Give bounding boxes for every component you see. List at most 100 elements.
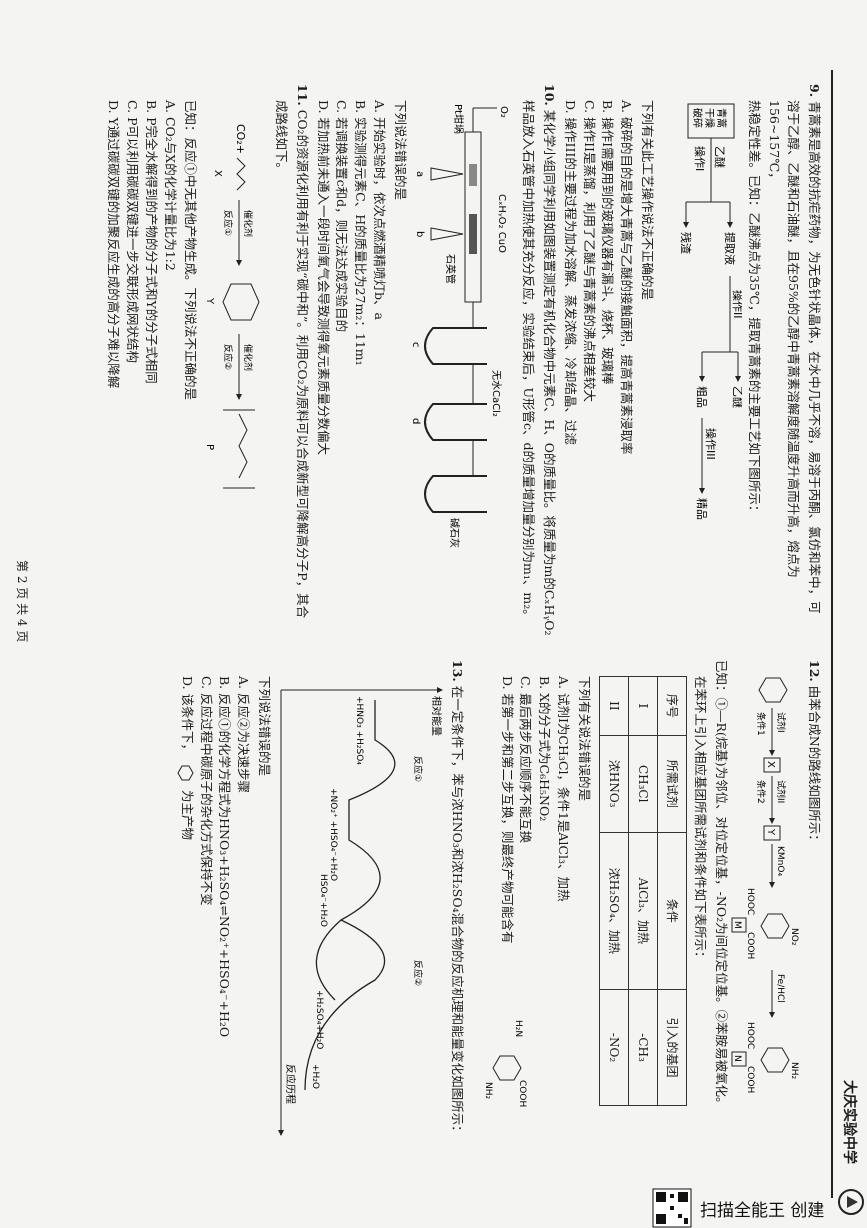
scheme-x: X [213, 170, 224, 177]
cell: -CH₃ [628, 989, 658, 1106]
route-cond2: 条件2 [755, 780, 767, 804]
scheme-r1: 反应① [223, 210, 235, 236]
u-tube-d [423, 403, 487, 441]
energy-curve-1 [315, 700, 396, 1001]
nitrobenzene-icon [177, 765, 195, 781]
flow-crude: 粗品 [695, 386, 708, 408]
q10-option-c: C. 若调换装置c和d，则无法达成实验目的 [334, 100, 350, 333]
q12-known-1: 已知：①—R(烷基)为邻位、对位定位基，-NO₂为间位定位基。②苯胺易被氧化。 [714, 660, 730, 1110]
question-11: 11.CO₂的资源化利用有利于实现“碳中和”。利用CO₂为原料可以合成新型可降解… [104, 84, 311, 644]
q13-number: 13. [449, 660, 465, 682]
route-nh2: NH₂ [789, 1062, 799, 1080]
lactone-y [222, 283, 261, 321]
route-cooh-n: COOH [745, 1066, 755, 1093]
route-m: M [732, 921, 742, 929]
route-n: N [732, 1055, 742, 1062]
route-reagent1: 试剂I [775, 712, 787, 733]
scheme-cat2: 催化剂 [243, 344, 255, 371]
label-lime: 碱石灰 [448, 518, 461, 548]
scheme-co2: CO₂+ [235, 124, 248, 154]
q11-known: 已知：反应①中无其他产物生成。下列说法不正确的是 [183, 100, 199, 401]
cell: CH₃Cl [628, 735, 658, 833]
energy-int1: +NO₂⁺ +HSO₄⁻+H₂O [328, 788, 338, 881]
q13-energy-diagram: 相对能量 反应历程 反应① 反应② +HNO₃ +H₂SO₄ +NO₂⁺ +HS… [273, 660, 445, 1160]
q11-scheme: CO₂+ X 催化剂 反应① Y 催化剂 反应② P [200, 84, 270, 644]
flow-ether2: 乙醚 [731, 386, 742, 408]
q13-option-d-tail: 为主产物 [180, 790, 195, 841]
q12-option-d: D. 若第一步和第二步互换，则最终产物可能含有 H₂N COOH NH₂ [466, 676, 527, 1160]
label-b: b [414, 231, 425, 237]
benzene-ring [758, 677, 788, 703]
flow-ether1: 乙醚 [713, 146, 727, 168]
q9-stem-2: 溶于乙醇、乙醚和石油醚，且在95%的乙醇中青蒿素溶解度随温度升高而升高，熔点为1… [767, 100, 802, 578]
burner-a [430, 167, 463, 181]
qr-code-icon [652, 1188, 692, 1228]
q11-stem-1: CO₂的资源化利用有利于实现“碳中和”。利用CO₂为原料可以合成新型可降解高分子… [295, 109, 310, 619]
th-reagent: 所需试剂 [657, 735, 687, 833]
q11-stem-2: 成路线如下。 [274, 100, 290, 176]
left-column: 9.青蒿素是高效的抗疟药物，为无色针状晶体，在水中几乎不溶，易溶于丙酮、氯仿和苯… [104, 84, 823, 644]
energy-prod2: +H₂O [310, 1064, 320, 1089]
q9-flow-svg: 青蒿干燥破碎 乙醚 操作I 提取液 残渣 操作II 乙醚 粗品 [679, 103, 745, 520]
route-fehcl: Fe/HCl [775, 974, 785, 1003]
q10-apparatus-svg: O₂ CₓHᵧO₂ CuO Pt坩埚 a b 石英管 [410, 104, 509, 548]
th-condition: 条件 [657, 832, 687, 990]
q12-route: 试剂I 条件1 X 试剂II 条件2 Y KMnO₄ NO₂ HOOC COOH [730, 660, 802, 1160]
q11-option-a: A. CO₂与X的化学计量比为1:2 [162, 100, 178, 271]
cell: I [628, 676, 658, 736]
q12-number: 12. [807, 660, 822, 682]
question-9: 9.青蒿素是高效的抗疟药物，为无色针状晶体，在水中几乎不溶，易溶于丙酮、氯仿和苯… [560, 84, 823, 644]
q13-stem: 在一定条件下，苯与浓HNO₃和浓H₂SO₄混合物的反应机理和能量变化如图所示： [449, 685, 465, 1138]
q13-option-d-text: D. 该条件下， [180, 676, 195, 757]
right-column: 12.由苯合成N的路线如图所示： 试剂I 条件1 X 试剂II 条件2 Y KM… [177, 660, 823, 1160]
q13-energy-svg: 相对能量 反应历程 反应① 反应② +HNO₃ +H₂SO₄ +NO₂⁺ +HS… [278, 687, 443, 1136]
cell: 浓H₂SO₄、加热 [599, 832, 629, 990]
energy-curve-2 [304, 919, 386, 1091]
q12-option-a: A. 试剂I为CH₃Cl，条件1是AlCl₃、加热 [556, 676, 571, 902]
scheme-cat1: 催化剂 [243, 210, 255, 237]
q9-option-d: D. 操作III的主要过程为加水溶解、蒸发浓缩、冷却结晶、过滤 [563, 100, 578, 445]
school-logo-icon [838, 1189, 864, 1215]
route-no2: NO₂ [789, 928, 799, 946]
energy-prod1: +H₂SO₄+H₂O [314, 990, 324, 1049]
u-tube-c [423, 327, 487, 365]
question-12: 12.由苯合成N的路线如图所示： 试剂I 条件1 X 试剂II 条件2 Y KM… [466, 660, 823, 1160]
flow-extract: 提取液 [723, 232, 737, 265]
q12-known-2: 在苯环上引入相应基团所需试剂和条件如下表所示： [693, 676, 709, 964]
reagent-table-header: 序号 所需试剂 条件 引入的基团 [657, 676, 687, 1106]
label-quartz: 石英管 [444, 254, 457, 284]
d-struct-cooh: COOH [517, 1080, 527, 1107]
reagent-table: 序号 所需试剂 条件 引入的基团 I CH₃Cl AlCl₃、加热 -CH₃ I… [599, 676, 687, 1106]
q10-option-d: D. 若加热前未通入一段时间氧气会导致测得氧元素质量分数偏大 [315, 100, 331, 456]
d-struct-h2n: H₂N [513, 1020, 523, 1037]
ring-m [760, 913, 790, 939]
q10-stem-1: 某化学小组同学利用如图装置测定有机化合物中元素C、H、O的质量比。将质量为m的C… [542, 109, 558, 636]
label-a: a [414, 171, 425, 177]
q9-option-b: B. 操作I需要用到的玻璃仪器有漏斗、烧杯、玻璃棒 [600, 100, 616, 385]
route-reagent2: 试剂II [775, 780, 787, 803]
q12-d-structure: H₂N COOH NH₂ [483, 1020, 527, 1107]
q10-option-a: A. 开始实验时，依次点燃酒精喷灯b、a [372, 100, 387, 320]
label-d: d [410, 418, 421, 424]
energy-int2: HSO₄⁻+H₂O [318, 874, 328, 927]
cell: 浓HNO₃ [599, 735, 629, 833]
label-c: c [410, 342, 421, 348]
q12-option-d-text: D. 若第一步和第二步互换，则最终产物可能含有 [499, 676, 515, 944]
polymer-p [238, 413, 249, 479]
header-rule [831, 70, 833, 1198]
school-name: 大庆实验中学 [841, 1080, 857, 1164]
q12-route-svg: 试剂I 条件1 X 试剂II 条件2 Y KMnO₄ NO₂ HOOC COOH [731, 677, 799, 1093]
table-row: II 浓HNO₃ 浓H₂SO₄、加热 -NO₂ [599, 676, 629, 1106]
th-group: 引入的基团 [657, 989, 687, 1106]
q9-stem-1: 青蒿素是高效的抗疟药物，为无色针状晶体，在水中几乎不溶，易溶于丙酮、氯仿和苯中，… [807, 101, 822, 614]
diene-x [236, 157, 247, 191]
scanner-watermark: 扫描全能王 创建 [700, 1201, 825, 1221]
route-y: Y [765, 828, 776, 836]
energy-xlabel: 反应历程 [284, 1064, 297, 1104]
q13-option-a: A. 反应②为决速步骤 [236, 676, 252, 793]
q9-flowchart: 青蒿干燥破碎 乙醚 操作I 提取液 残渣 操作II 乙醚 粗品 [656, 84, 745, 644]
label-o2: O₂ [498, 106, 509, 118]
table-row: I CH₃Cl AlCl₃、加热 -CH₃ [628, 676, 658, 1106]
label-cacl2: 无水CaCl₂ [490, 370, 502, 417]
